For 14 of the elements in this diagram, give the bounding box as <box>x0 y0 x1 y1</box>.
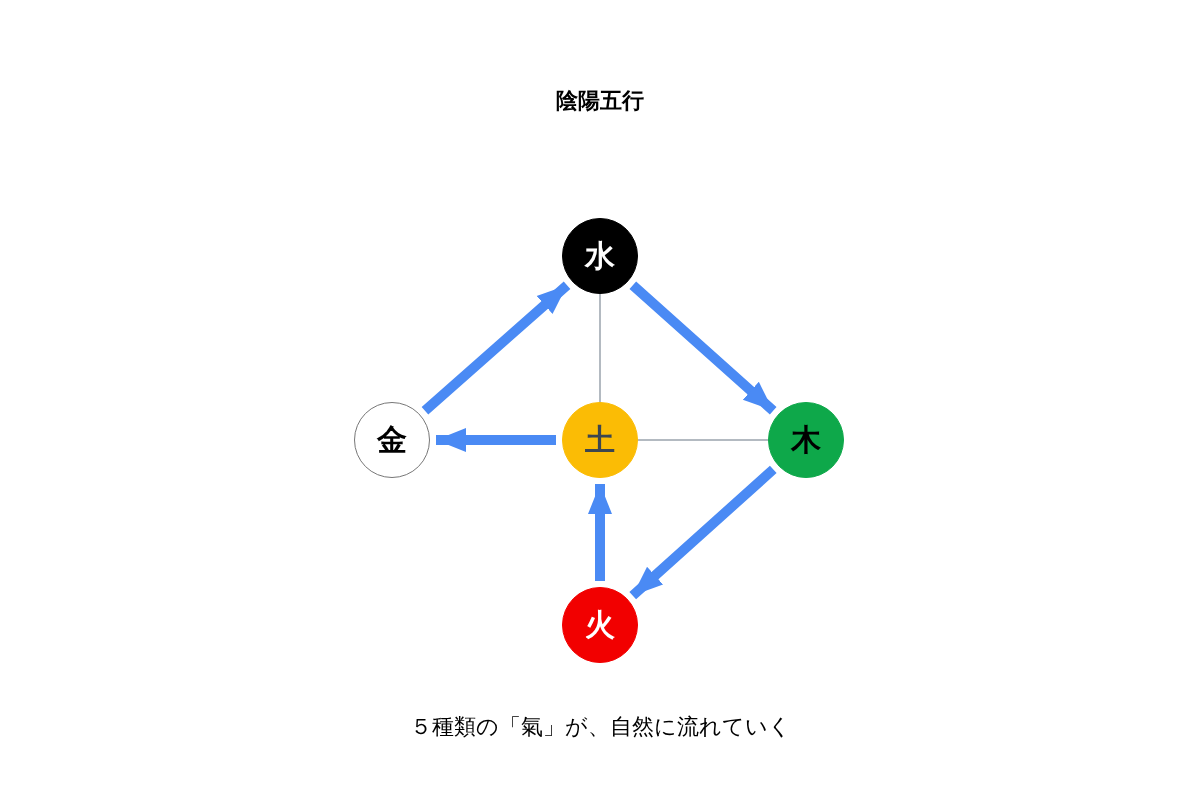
arrow <box>421 281 571 415</box>
arrow <box>436 428 556 452</box>
arrow <box>629 465 777 600</box>
element-circle: 金 <box>354 402 430 478</box>
title: 陰陽五行 <box>556 88 644 113</box>
arrow <box>629 281 777 415</box>
arrow <box>588 484 612 581</box>
connector-line <box>637 439 769 441</box>
connector-line <box>599 293 601 403</box>
element-circle: 土 <box>562 402 638 478</box>
element-circle: 水 <box>562 218 638 294</box>
element-circle: 火 <box>562 587 638 663</box>
element-circle: 木 <box>768 402 844 478</box>
caption: ５種類の「氣」が、自然に流れていく <box>409 714 791 739</box>
